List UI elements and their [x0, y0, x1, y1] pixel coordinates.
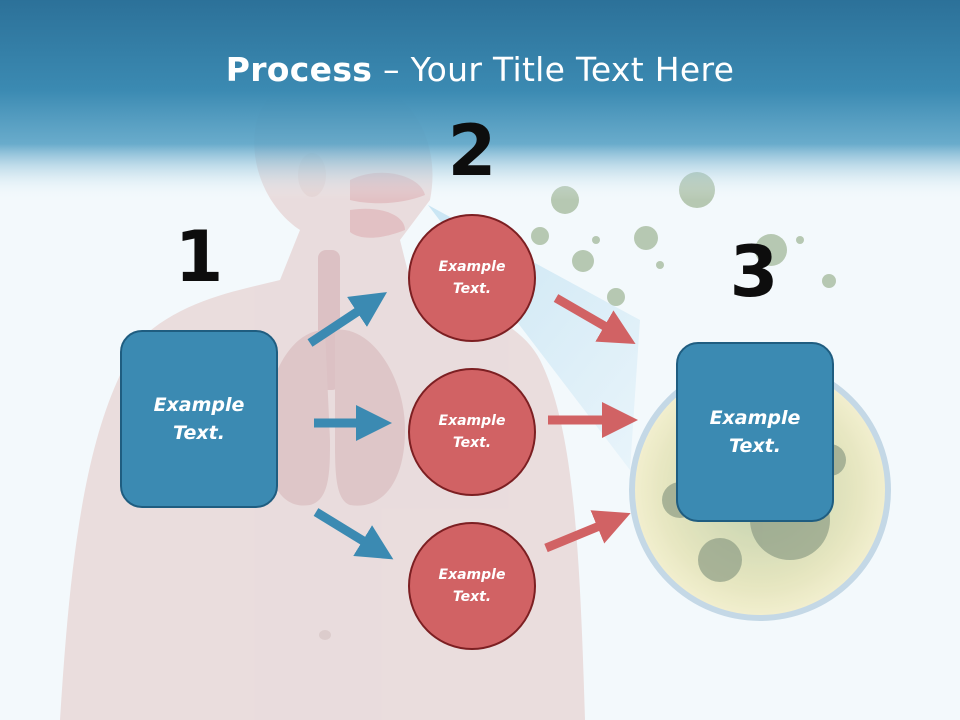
step-number-1: 1: [174, 216, 224, 298]
header-band: [0, 0, 960, 200]
step1-box[interactable]: Example Text.: [120, 330, 278, 508]
step2-circle-middle[interactable]: Example Text.: [408, 368, 536, 496]
step-number-3: 3: [729, 231, 779, 313]
step2-circle-bottom[interactable]: Example Text.: [408, 522, 536, 650]
slide-title: Process – Your Title Text Here: [0, 50, 960, 89]
step-number-2: 2: [447, 110, 497, 192]
step3-box[interactable]: Example Text.: [676, 342, 834, 522]
step2-circle-top[interactable]: Example Text.: [408, 214, 536, 342]
title-bold: Process: [225, 50, 373, 89]
title-rest: – Your Title Text Here: [372, 50, 735, 89]
